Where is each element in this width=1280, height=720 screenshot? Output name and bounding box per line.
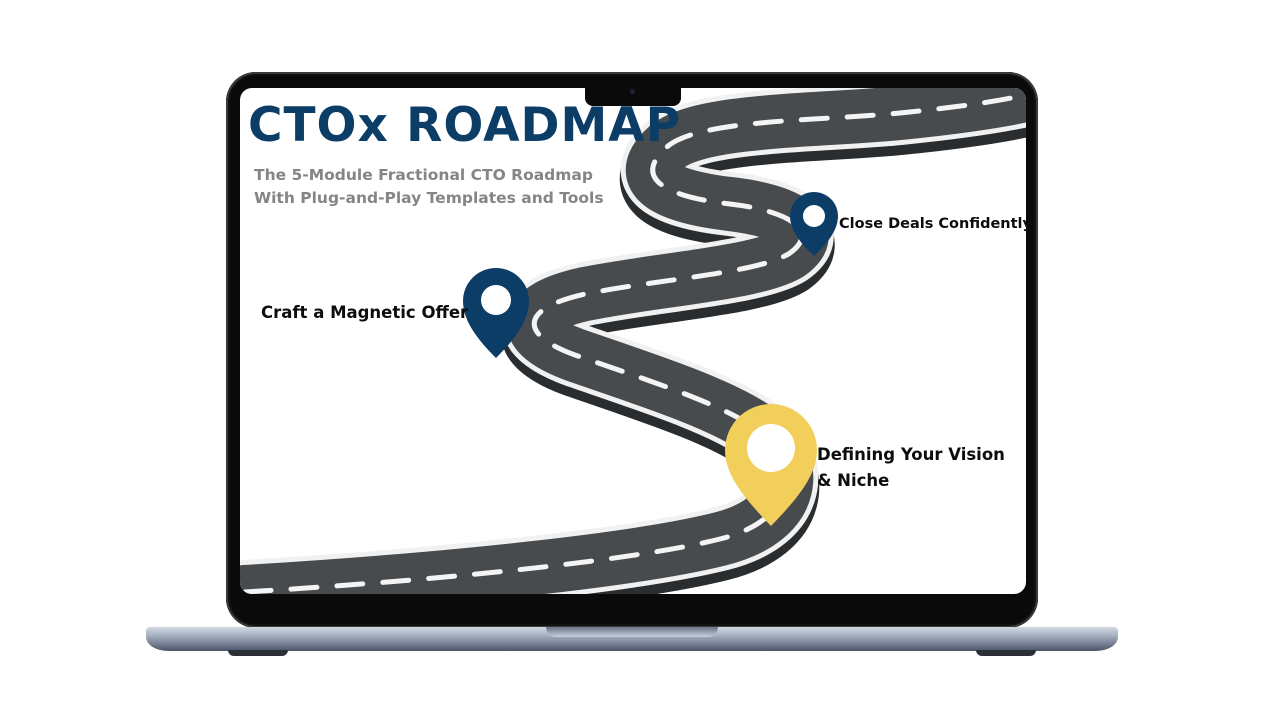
subtitle-line-1: The 5-Module Fractional CTO Roadmap xyxy=(254,166,593,184)
page-subtitle: The 5-Module Fractional CTO Roadmap With… xyxy=(254,164,604,210)
laptop-base-opening xyxy=(546,627,718,637)
subtitle-line-2: With Plug-and-Play Templates and Tools xyxy=(254,189,604,207)
location-pin-icon xyxy=(463,268,529,358)
road-center-line xyxy=(242,91,1026,594)
location-pin-icon xyxy=(790,192,838,256)
milestone-label-close-deals: Close Deals Confidently xyxy=(839,216,1032,232)
laptop-foot-right xyxy=(976,650,1036,656)
page-title: CTOx ROADMAP xyxy=(248,98,682,153)
milestone-label-vision-line-1: Defining Your Vision xyxy=(817,445,1005,464)
laptop-foot-left xyxy=(228,650,288,656)
location-pin-icon xyxy=(725,404,817,526)
camera-icon xyxy=(630,89,635,94)
milestone-label-vision: Defining Your Vision & Niche xyxy=(817,442,1005,494)
milestone-label-offer: Craft a Magnetic Offer xyxy=(261,303,469,322)
milestone-label-vision-line-2: & Niche xyxy=(817,471,890,490)
roadmap-road-illustration xyxy=(240,88,1026,594)
camera-notch xyxy=(585,84,681,106)
